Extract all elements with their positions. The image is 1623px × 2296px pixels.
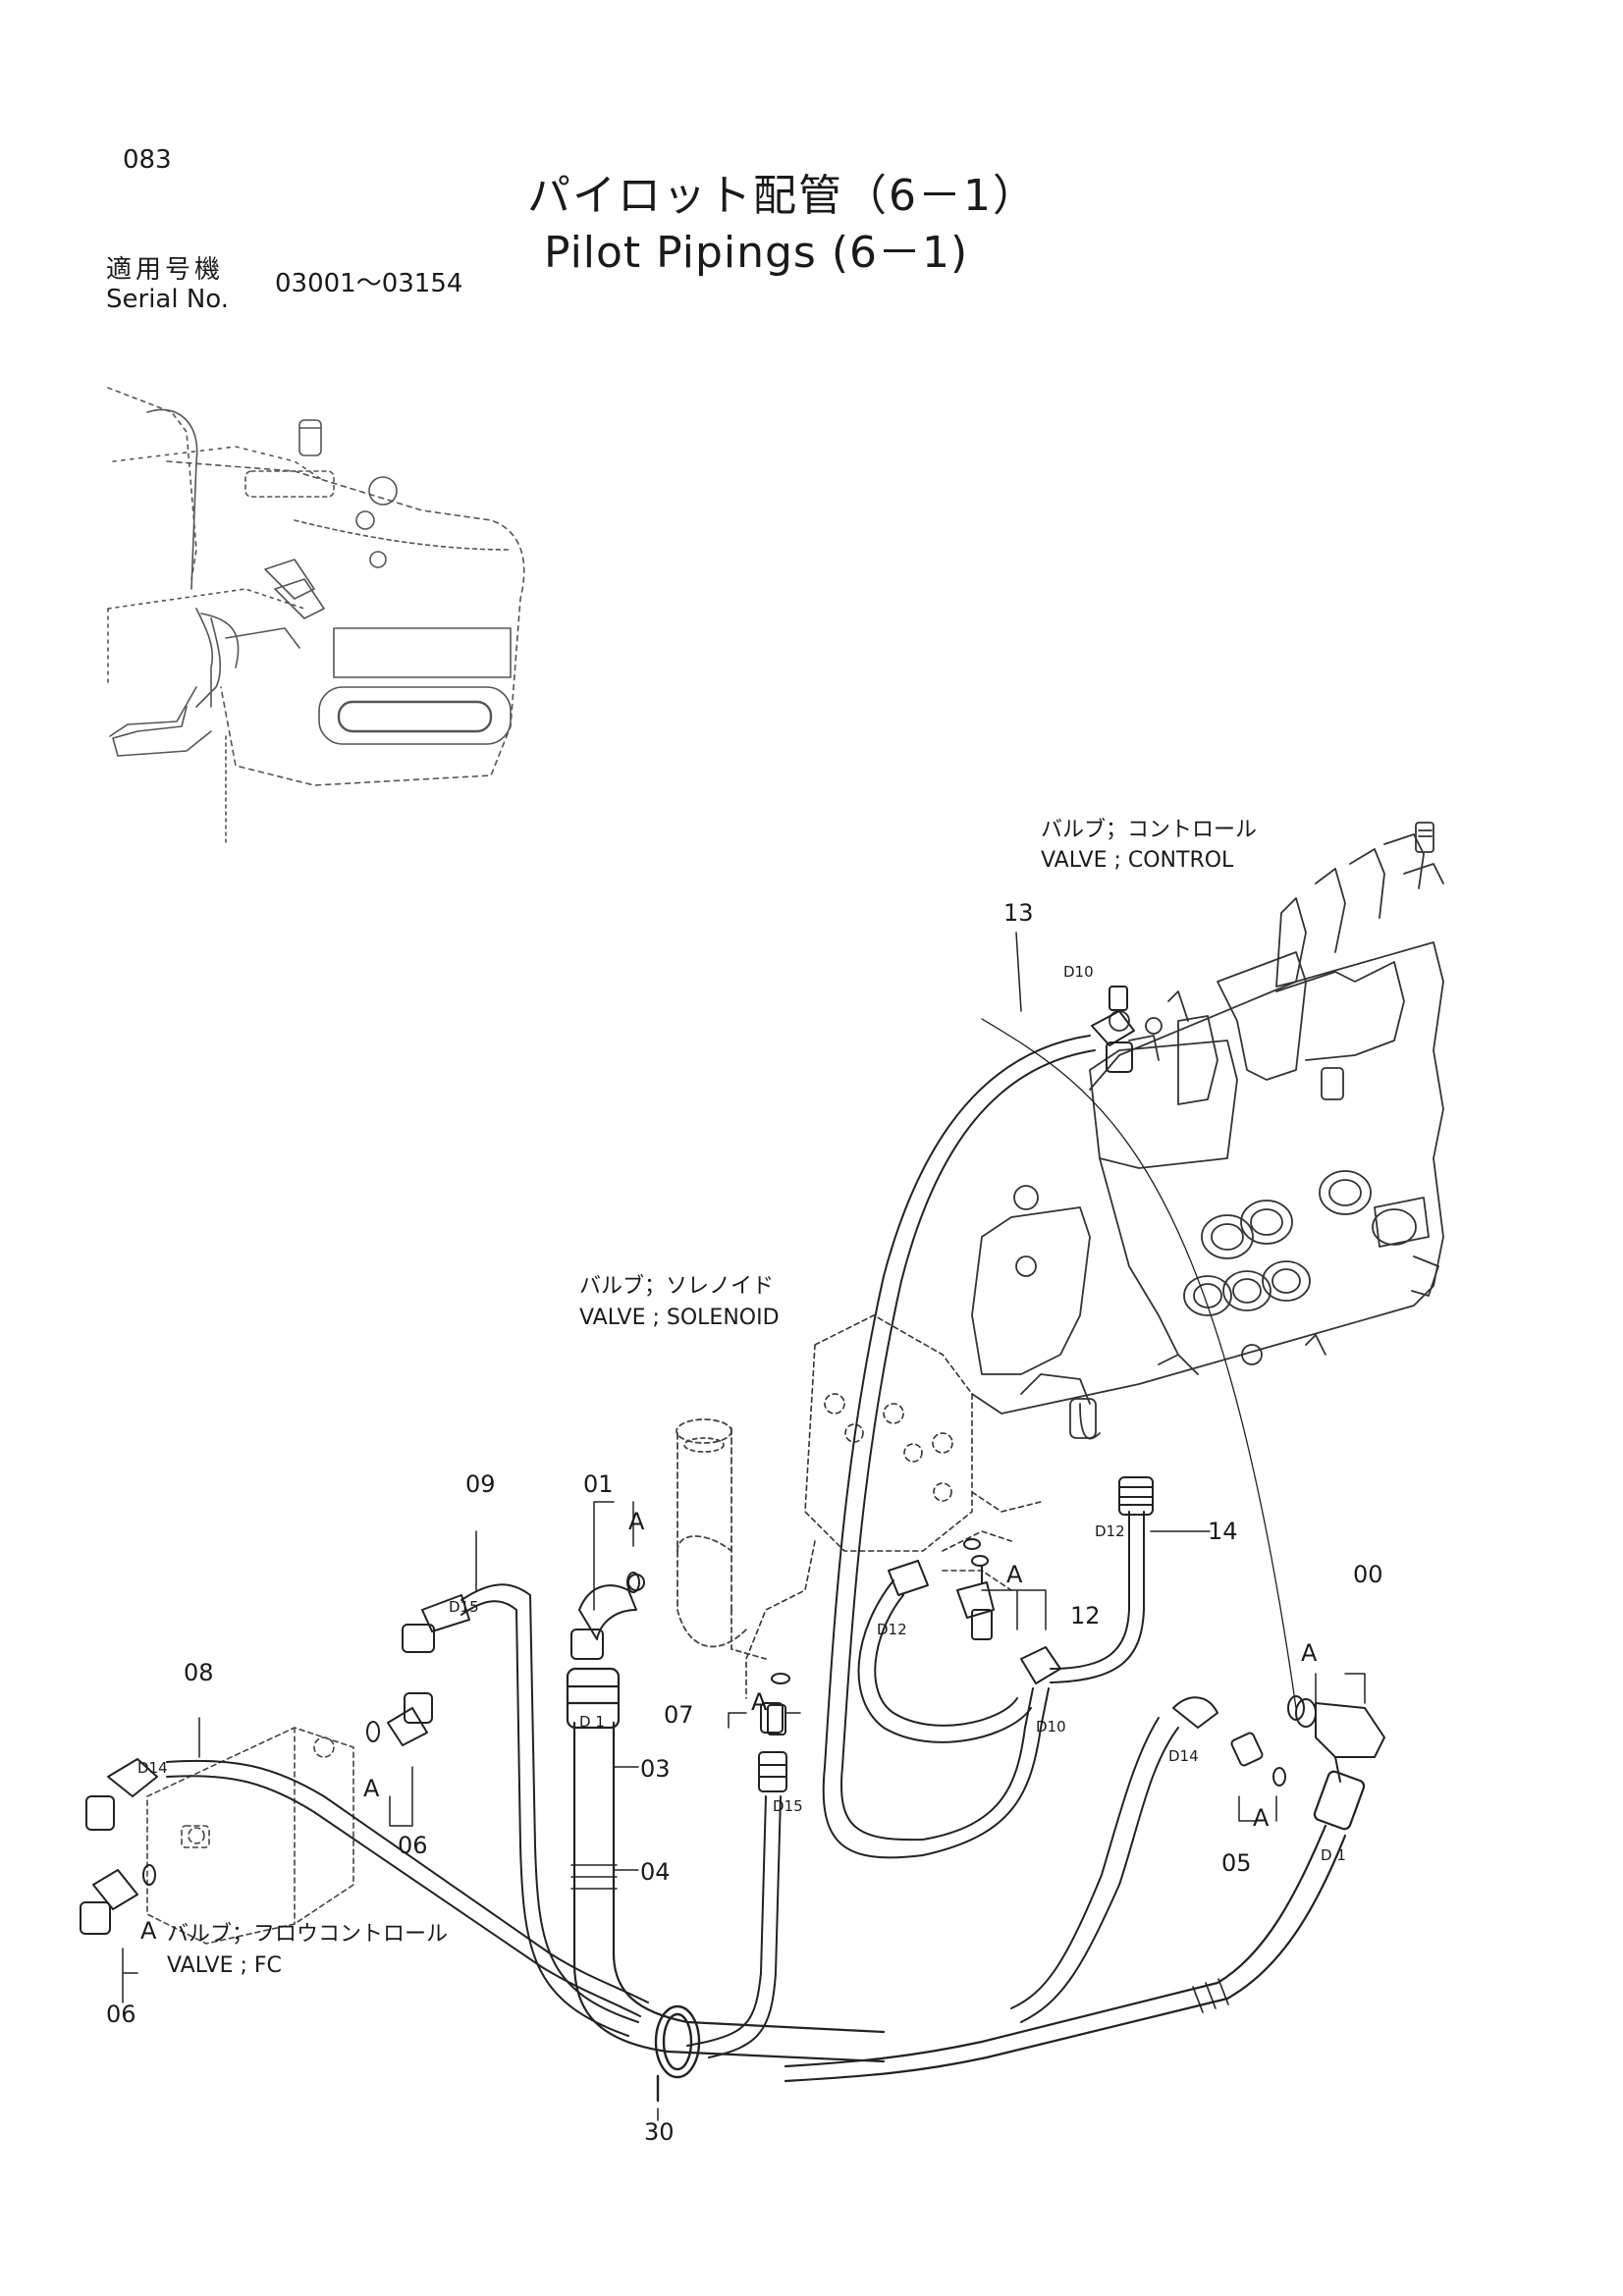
callout-03: 03 — [640, 1755, 671, 1783]
callout-12: 12 — [1070, 1602, 1101, 1629]
control-valve-drawing — [971, 822, 1444, 1440]
control-valve-label-ja: バルブ；コントロール — [1041, 818, 1258, 842]
fc-valve-label-ja: バルブ；フロウコントロール — [167, 1922, 449, 1947]
clamp-30 — [654, 2004, 701, 2103]
hose-d14-right — [1010, 1717, 1179, 2023]
hose-07 — [686, 1702, 787, 2058]
detail-mark-a-12: A — [1006, 1561, 1023, 1588]
fitting-code-d15-09: D15 — [449, 1598, 479, 1616]
fitting-code-d10-lower: D10 — [1036, 1718, 1066, 1735]
fitting-code-d10-top: D10 — [1063, 963, 1094, 981]
callout-06-lower: 06 — [106, 2001, 136, 2028]
fitting-code-d12-loop: D12 — [877, 1621, 907, 1638]
solenoid-fitting-column — [676, 1418, 767, 1660]
machine-overview-inset — [107, 387, 525, 845]
hose-12-loop — [857, 1579, 1032, 1743]
leader-lines — [122, 932, 1366, 2121]
fitting-code-d12-right: D12 — [1095, 1522, 1125, 1540]
fitting-code-d1-left: D 1 — [579, 1713, 605, 1731]
fc-valve-drawing — [146, 1727, 354, 1945]
solenoid-valve-drawing — [745, 1314, 1042, 1699]
serial-label-english: Serial No. — [106, 285, 229, 314]
hose-08 — [166, 1759, 649, 2017]
detail-mark-a-06-lower: A — [140, 1917, 157, 1945]
callout-09: 09 — [465, 1470, 496, 1498]
callout-04: 04 — [640, 1858, 671, 1886]
callout-01: 01 — [583, 1470, 614, 1498]
fc-valve-label-en: VALVE ; FC — [167, 1953, 282, 1978]
callout-00: 00 — [1353, 1561, 1383, 1588]
page-number: 083 — [123, 145, 172, 175]
fitting-code-d14-right: D14 — [1168, 1747, 1199, 1765]
detail-mark-a-07: A — [751, 1688, 768, 1716]
hose-d1-right — [784, 1770, 1366, 2083]
callout-13: 13 — [1003, 899, 1034, 927]
serial-range: 03001～03154 — [275, 269, 463, 298]
hose-03-04 — [566, 1667, 886, 2063]
callout-14: 14 — [1208, 1518, 1238, 1545]
control-valve-label-en: VALVE ; CONTROL — [1041, 848, 1234, 873]
fitting-code-d1-right: D 1 — [1321, 1846, 1346, 1864]
callout-06-upper: 06 — [398, 1832, 428, 1859]
detail-mark-a-05: A — [1253, 1804, 1270, 1832]
solenoid-valve-label-ja: バルブ；ソレノイド — [579, 1274, 775, 1299]
hose-14 — [1050, 1476, 1154, 1683]
detail-mark-a-01: A — [628, 1508, 645, 1535]
detail-mark-a-06-upper: A — [363, 1775, 380, 1802]
callout-30: 30 — [644, 2118, 675, 2146]
solenoid-valve-label-en: VALVE ; SOLENOID — [579, 1306, 780, 1330]
fittings — [80, 986, 1385, 1935]
page-title-japanese: パイロット配管（6－1） — [527, 171, 1038, 221]
callout-07: 07 — [664, 1701, 694, 1729]
fitting-code-d15-07: D15 — [773, 1797, 803, 1815]
hose-13 — [822, 1035, 1096, 1859]
hose-09 — [460, 1583, 639, 2037]
serial-label-japanese: 適用号機 — [106, 255, 225, 285]
detail-mark-a-00: A — [1301, 1639, 1318, 1667]
page-title-english: Pilot Pipings (6－1) — [544, 228, 969, 278]
fitting-code-d14-left: D14 — [137, 1759, 168, 1777]
callout-08: 08 — [184, 1659, 214, 1686]
callout-05: 05 — [1221, 1849, 1252, 1877]
